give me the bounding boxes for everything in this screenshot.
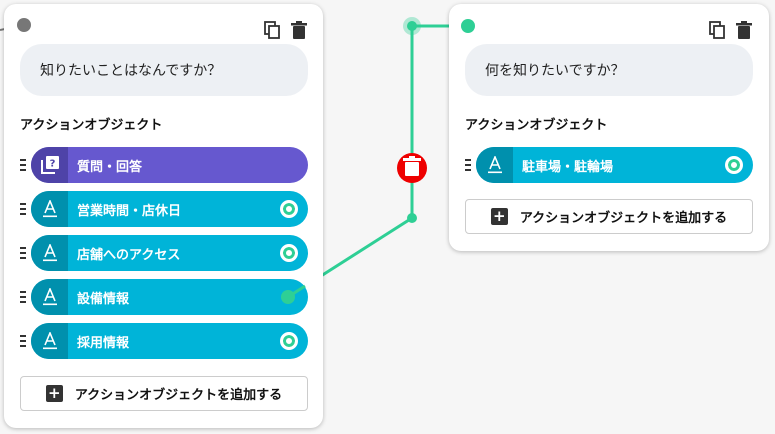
qa-icon: ? xyxy=(31,147,68,183)
action-item-label: 設備情報 xyxy=(77,291,130,307)
action-item[interactable]: 店舗へのアクセス xyxy=(20,235,308,271)
output-port-icon[interactable] xyxy=(280,244,298,262)
svg-text:?: ? xyxy=(49,159,55,170)
action-item[interactable]: 営業時間・店休日 xyxy=(20,191,308,227)
action-item-label: 採用情報 xyxy=(77,335,130,351)
message-bubble[interactable]: 知りたいことはなんですか？ xyxy=(20,44,308,96)
message-bubble[interactable]: 何を知りたいですか？ xyxy=(465,44,753,96)
drag-handle-icon[interactable] xyxy=(20,159,26,171)
text-icon xyxy=(31,279,68,315)
delete-connection-button[interactable] xyxy=(397,153,427,183)
connector-halo xyxy=(403,17,421,35)
output-port-icon[interactable] xyxy=(280,332,298,350)
drag-handle-icon[interactable] xyxy=(20,291,26,303)
action-item-label: 駐車場・駐輪場 xyxy=(522,159,614,175)
text-icon xyxy=(31,191,68,227)
drag-handle-icon[interactable] xyxy=(20,203,26,215)
add-action-object-label: アクションオブジェクトを追加する xyxy=(519,211,728,226)
drag-handle-icon[interactable] xyxy=(465,159,471,171)
text-icon xyxy=(31,235,68,271)
drag-handle-icon[interactable] xyxy=(20,247,26,259)
drag-handle-icon[interactable] xyxy=(20,335,26,347)
connector-joint[interactable] xyxy=(407,21,417,31)
copy-icon[interactable] xyxy=(262,20,282,40)
copy-icon[interactable] xyxy=(707,20,727,40)
output-port-icon[interactable] xyxy=(725,156,743,174)
section-label: アクションオブジェクト xyxy=(20,118,163,133)
action-item[interactable]: 設備情報 xyxy=(20,279,308,315)
add-action-object-button[interactable]: + アクションオブジェクトを追加する xyxy=(20,376,308,411)
plus-icon: + xyxy=(490,208,508,225)
text-icon xyxy=(476,147,513,183)
text-icon xyxy=(31,323,68,359)
action-item[interactable]: ? 質問・回答 xyxy=(20,147,308,183)
trash-icon xyxy=(405,162,419,176)
add-action-object-label: アクションオブジェクトを追加する xyxy=(74,388,283,403)
trash-icon[interactable] xyxy=(734,20,754,40)
action-item[interactable]: 駐車場・駐輪場 xyxy=(465,147,753,183)
add-action-object-button[interactable]: + アクションオブジェクトを追加する xyxy=(465,199,753,234)
connector-joint[interactable] xyxy=(407,213,417,223)
node-card[interactable]: 知りたいことはなんですか？ アクションオブジェクト ? 質問・回答 営業時間・店休… xyxy=(4,4,323,428)
action-item-label: 質問・回答 xyxy=(77,159,143,175)
action-item-label: 営業時間・店休日 xyxy=(77,203,182,219)
node-card[interactable]: 何を知りたいですか？ アクションオブジェクト 駐車場・駐輪場 + アクションオブジ… xyxy=(449,4,769,251)
plus-icon: + xyxy=(45,385,63,402)
action-item[interactable]: 採用情報 xyxy=(20,323,308,359)
output-port-icon[interactable] xyxy=(280,200,298,218)
trash-icon[interactable] xyxy=(289,20,309,40)
section-label: アクションオブジェクト xyxy=(465,118,608,133)
action-item-label: 店舗へのアクセス xyxy=(77,247,181,263)
